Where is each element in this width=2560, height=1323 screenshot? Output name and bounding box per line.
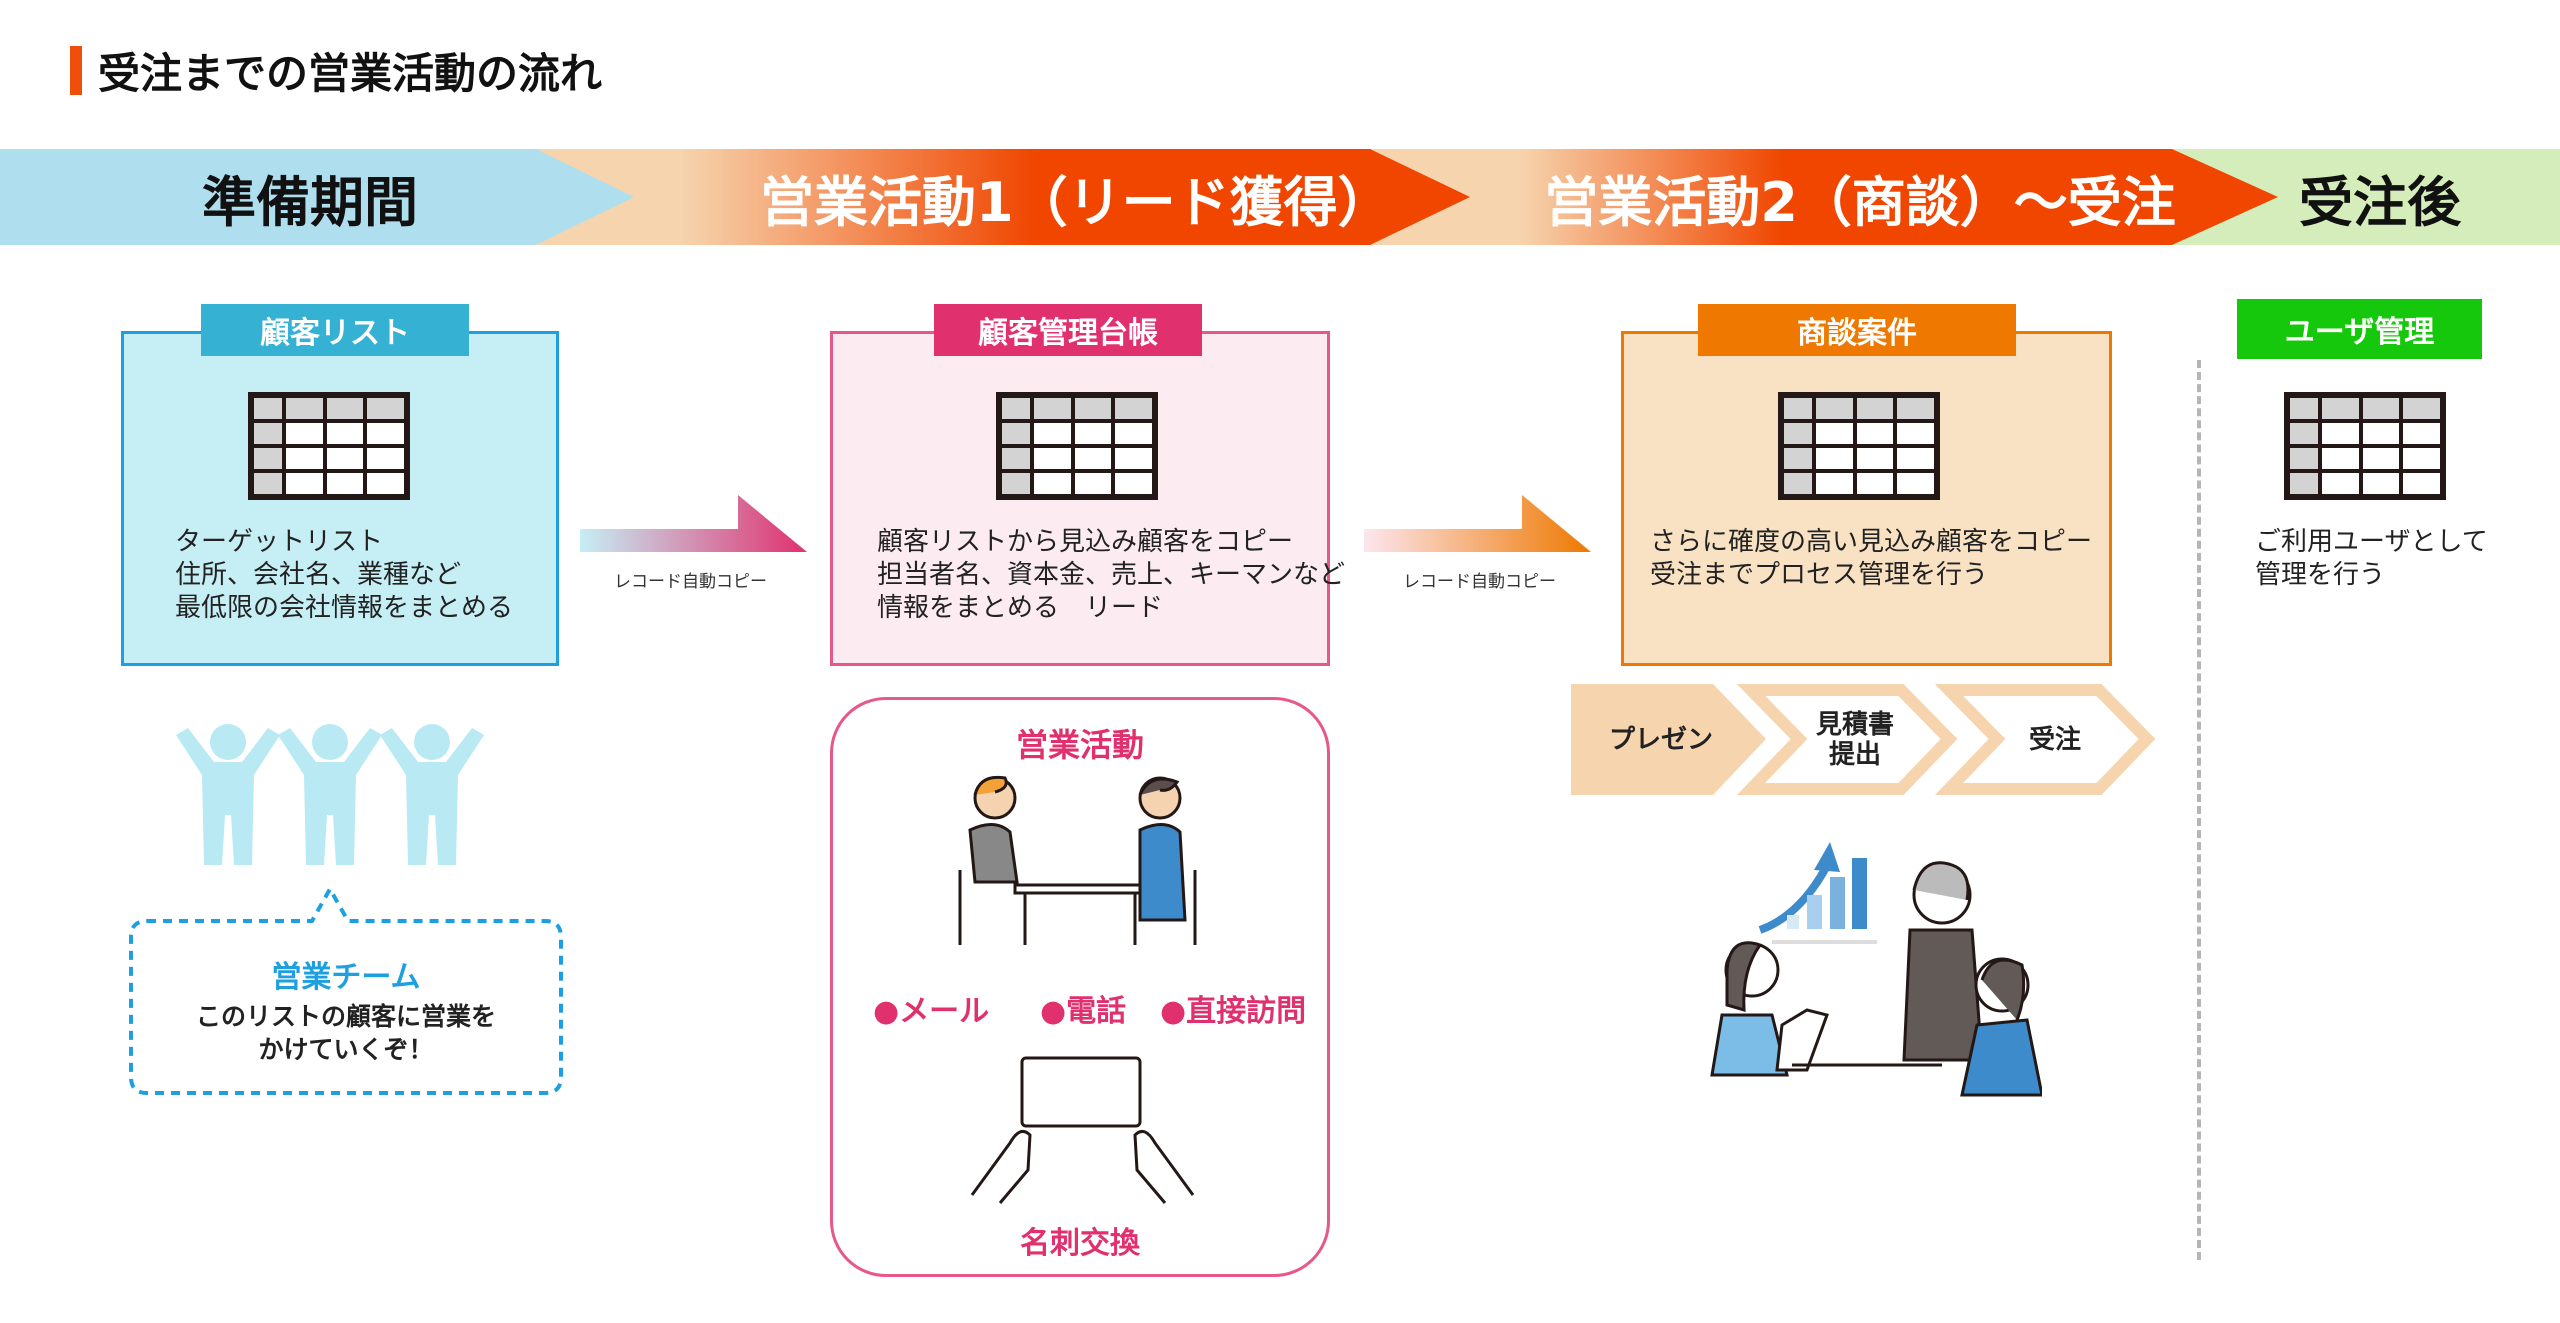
phase-segment-3 [1519, 149, 2278, 245]
spreadsheet-icon [248, 392, 410, 500]
step-estimate [1736, 684, 1958, 795]
user-management-tag: ユーザ管理 [2237, 299, 2482, 359]
step-order [1934, 684, 2156, 795]
presentation-illustration [1710, 842, 2042, 1097]
phase-label-lead: 営業活動1（リード獲得） [760, 170, 1392, 234]
method-email: ●メール [873, 994, 990, 1029]
phase-label-prep: 準備期間 [202, 170, 418, 234]
sales-activity-title: 営業活動 [1015, 726, 1144, 764]
method-phone: ●電話 [1040, 994, 1127, 1029]
title-accent-bar [70, 46, 82, 95]
deal-tag: 商談案件 [1698, 304, 2016, 356]
sales-team-title: 営業チーム [271, 960, 421, 995]
phase-banner [0, 149, 2560, 245]
deal-description: さらに確度の高い見込み顧客をコピー 受注までプロセス管理を行う [1650, 527, 2093, 590]
sales-team-people-icon [176, 724, 484, 865]
copy-label: レコード自動コピー [1403, 572, 1556, 592]
spreadsheet-icon [1778, 392, 1940, 500]
customer-ledger-tag: 顧客管理台帳 [934, 304, 1202, 356]
card-exchange-label: 名刺交換 [1020, 1226, 1140, 1261]
sales-activity-box [830, 697, 1330, 1277]
speech-bubble [129, 885, 563, 1095]
meeting-illustration [958, 775, 1197, 945]
sales-team-message: このリストの顧客に営業を かけていくぞ！ [195, 1002, 496, 1064]
step-presentation [1571, 684, 1766, 795]
phase-label-after: 受注後 [2299, 170, 2461, 234]
phase-segment-0 [0, 149, 634, 245]
copy-arrow-icon [1364, 495, 1591, 552]
spreadsheet-icon [2284, 392, 2446, 500]
step-order-label: 受注 [2028, 724, 2081, 755]
divider [2197, 360, 2201, 1260]
page-title: 受注までの営業活動の流れ [98, 49, 603, 98]
business-card-illustration [970, 1056, 1195, 1204]
method-visit: ●直接訪問 [1160, 994, 1307, 1029]
customer-list-tag: 顧客リスト [201, 304, 469, 356]
phase-label-deal: 営業活動2（商談）〜受注 [1544, 170, 2176, 234]
step-presentation-label: プレゼン [1608, 724, 1713, 755]
customer-list-description: ターゲットリスト 住所、会社名、業種など 最低限の会社情報をまとめる [175, 527, 514, 623]
spreadsheet-icon [996, 392, 1158, 500]
phase-segment-4 [2172, 149, 2560, 245]
phase-segment-2 [680, 149, 1470, 245]
step-estimate-label: 見積書 提出 [1815, 709, 1894, 770]
deal-steps [1571, 684, 2156, 795]
copy-label: レコード自動コピー [614, 572, 767, 592]
copy-arrow-icon [580, 495, 807, 552]
customer-ledger-description: 顧客リストから見込み顧客をコピー 担当者名、資本金、売上、キーマンなど 情報をま… [877, 527, 1346, 623]
user-management-description: ご利用ユーザとして 管理を行う [2255, 527, 2488, 590]
